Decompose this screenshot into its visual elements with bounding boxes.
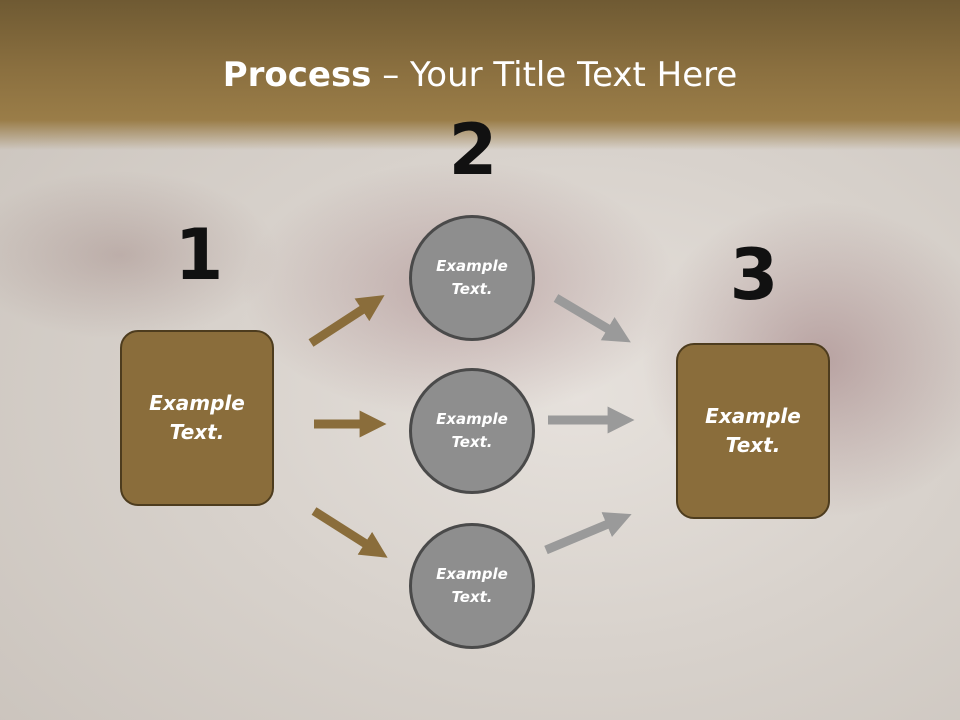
step-2-circle-top-label: Example Text. (436, 257, 508, 298)
arrow-2-bottom-to-3 (544, 512, 632, 555)
step-2-circle-bottom-label: Example Text. (436, 565, 508, 606)
title-bar (0, 0, 960, 150)
step-number-3: 3 (729, 234, 779, 316)
title-bold: Process (222, 55, 372, 95)
title-rest: – Your Title Text Here (371, 55, 738, 95)
step-2-circle-top: Example Text. (409, 215, 535, 341)
step-2-circle-middle-label: Example Text. (436, 410, 508, 451)
arrow-1-to-2-bottom (311, 507, 388, 558)
step-number-1: 1 (174, 214, 224, 296)
step-1-label: Example Text. (149, 391, 245, 444)
slide-title: Process – Your Title Text Here (0, 54, 960, 96)
step-2-circle-bottom: Example Text. (409, 523, 535, 649)
step-3-box: Example Text. (676, 343, 830, 519)
step-1-box: Example Text. (120, 330, 274, 506)
step-2-circle-middle: Example Text. (409, 368, 535, 494)
arrow-2-top-to-3 (553, 294, 631, 343)
background-glass-left (0, 170, 280, 340)
arrow-1-to-2-top (308, 295, 385, 347)
step-3-label: Example Text. (705, 404, 801, 457)
step-number-2: 2 (448, 109, 498, 191)
